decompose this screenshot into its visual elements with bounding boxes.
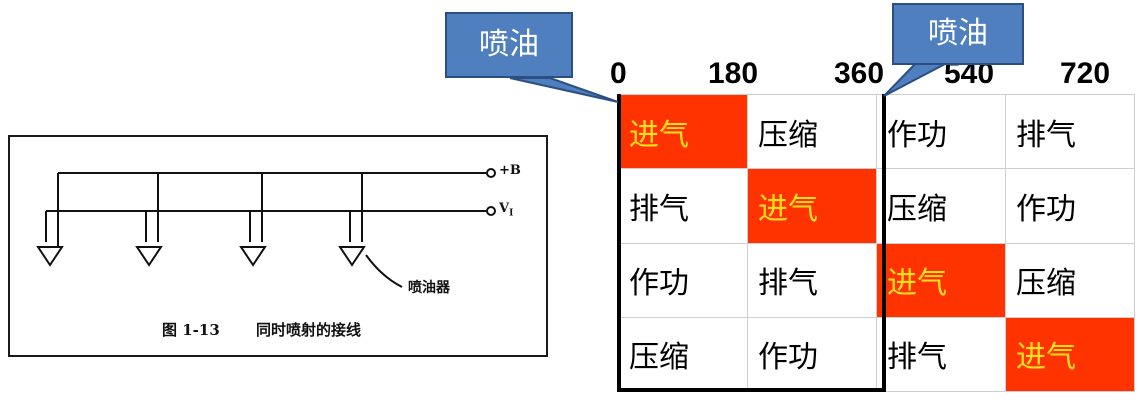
- intake-stroke-cell: 进气: [1005, 316, 1135, 393]
- stroke-cycle-table: 进气压缩作功排气排气进气压缩作功作功排气进气压缩压缩作功排气进气: [618, 93, 1135, 393]
- injector-3: [239, 173, 267, 267]
- stroke-cell: 压缩: [876, 168, 1006, 244]
- angle-label-180: 180: [708, 57, 759, 90]
- injector-label: 喷油器: [408, 280, 450, 296]
- injector-1: [36, 173, 64, 267]
- right-callout-pointer: [883, 63, 946, 97]
- table-left-border: [617, 94, 621, 392]
- stroke-cell: 排气: [618, 168, 748, 244]
- injector-4: [338, 173, 366, 267]
- terminal-b-label: +B: [499, 163, 521, 178]
- stroke-cell: 作功: [876, 93, 1006, 170]
- stroke-cell: 压缩: [618, 316, 748, 393]
- table-row: 排气进气压缩作功: [618, 168, 1135, 244]
- table-mid-divider-360: [882, 94, 886, 392]
- stroke-cell: 作功: [618, 242, 748, 318]
- terminal-v-dot: [486, 206, 496, 216]
- wiring-schematic: [36, 168, 496, 288]
- figure-caption-number: 图 1-13: [162, 321, 220, 339]
- figure-caption-text: 同时喷射的接线: [256, 321, 362, 339]
- angle-label-720: 720: [1060, 57, 1111, 90]
- stroke-cell: 作功: [1005, 168, 1135, 244]
- left-injection-callout: 喷油: [445, 12, 573, 78]
- wiring-figure: +B VI 喷油器 图 1-13 同时喷射的接线: [8, 135, 548, 357]
- terminal-b-dot: [486, 168, 496, 178]
- right-injection-callout: 喷油: [892, 3, 1024, 65]
- injector-2: [135, 173, 163, 267]
- intake-stroke-cell: 进气: [747, 168, 877, 244]
- angle-label-0: 0: [610, 57, 627, 90]
- left-callout-text: 喷油: [479, 27, 539, 62]
- angle-label-360: 360: [834, 57, 885, 90]
- table-bottom-border: [617, 388, 886, 392]
- stroke-cell: 排气: [876, 316, 1006, 393]
- injector-leader-line: [365, 254, 403, 288]
- table-row: 压缩作功排气进气: [618, 316, 1135, 393]
- stroke-cell: 压缩: [747, 93, 877, 170]
- terminal-v-label: VI: [499, 201, 514, 219]
- intake-stroke-cell: 进气: [876, 242, 1006, 318]
- intake-stroke-cell: 进气: [618, 93, 748, 170]
- left-callout-pointer: [509, 77, 619, 103]
- stroke-cell: 排气: [1005, 93, 1135, 170]
- stroke-cell: 压缩: [1005, 242, 1135, 318]
- right-callout-text: 喷油: [928, 16, 988, 51]
- table-row: 进气压缩作功排气: [618, 93, 1135, 170]
- table-row: 作功排气进气压缩: [618, 242, 1135, 318]
- stroke-cell: 排气: [747, 242, 877, 318]
- stroke-cell: 作功: [747, 316, 877, 393]
